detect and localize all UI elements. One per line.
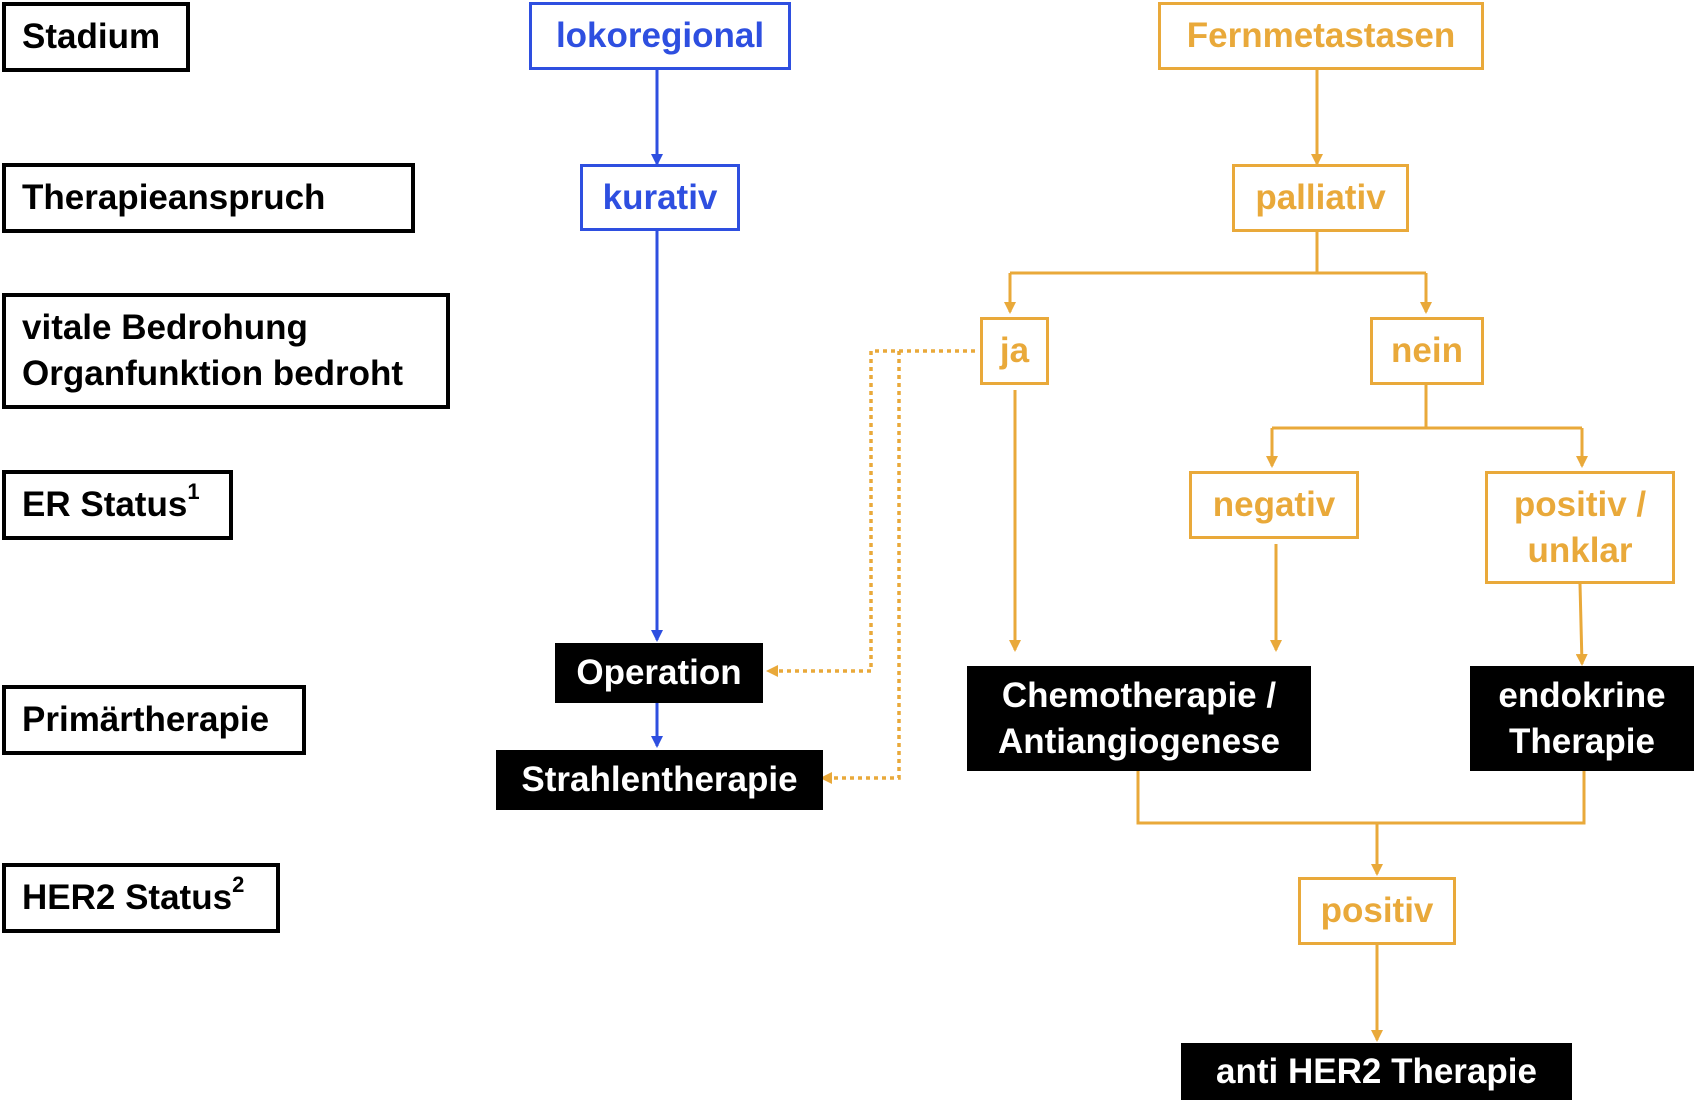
- row-label-her2-status-wrapper: HER2 Status2: [22, 872, 245, 921]
- row-label-primaertherapie-text: Primärtherapie: [22, 700, 270, 739]
- node-lokoregional-text: lokoregional: [555, 16, 765, 55]
- node-chemotherapie: Chemotherapie / Antiangiogenese: [967, 666, 1311, 771]
- node-lokoregional: lokoregional: [529, 2, 791, 70]
- node-kurativ-text: kurativ: [602, 177, 718, 217]
- row-label-er-status-wrapper: ER Status1: [22, 479, 200, 528]
- node-er-negativ: negativ: [1189, 471, 1359, 539]
- row-label-her2-status: HER2 Status2: [2, 863, 280, 933]
- arrow-positiv-to-endocrine: [1575, 583, 1588, 666]
- connector-therapies-merge: [1136, 771, 1586, 825]
- node-palliativ-text: palliativ: [1255, 178, 1386, 217]
- row-label-er-status-text: ER Status: [22, 485, 188, 524]
- row-label-bedrohung-line-2: Organfunktion bedroht: [22, 354, 404, 393]
- row-label-therapieanspruch-text: Therapieanspruch: [22, 178, 326, 217]
- dotted-ja-to-strahlentherapie: [820, 351, 901, 784]
- node-endokrine-line-1: endokrine: [1498, 675, 1666, 715]
- node-fernmetastasen-text: Fernmetastasen: [1186, 16, 1456, 55]
- row-label-bedrohung: vitale Bedrohung Organfunktion bedroht: [2, 293, 450, 409]
- node-fernmetastasen: Fernmetastasen: [1158, 2, 1484, 70]
- node-nein: nein: [1370, 317, 1484, 385]
- footnote-2: 2: [232, 872, 245, 898]
- node-chemotherapie-line-2: Antiangiogenese: [998, 721, 1280, 761]
- node-operation-text: Operation: [576, 653, 742, 692]
- row-label-primaertherapie: Primärtherapie: [2, 685, 306, 755]
- node-strahlentherapie-text: Strahlentherapie: [521, 760, 798, 799]
- row-label-bedrohung-line-1: vitale Bedrohung: [22, 308, 308, 347]
- node-operation: Operation: [555, 643, 763, 703]
- node-endokrine-line-2: Therapie: [1509, 721, 1655, 761]
- node-strahlentherapie: Strahlentherapie: [496, 750, 823, 810]
- node-her2-positiv: positiv: [1298, 877, 1456, 945]
- dotted-ja-to-operation: [766, 349, 975, 677]
- node-chemotherapie-line-1: Chemotherapie /: [1001, 675, 1277, 715]
- connector-palliativ-split: [1010, 230, 1319, 275]
- node-ja: ja: [980, 317, 1049, 385]
- node-er-positiv-line-2: unklar: [1527, 530, 1633, 570]
- node-anti-her2-therapie-text: anti HER2 Therapie: [1216, 1051, 1537, 1091]
- node-er-negativ-text: negativ: [1212, 485, 1336, 524]
- row-label-stadium: Stadium: [2, 2, 190, 72]
- node-palliativ: palliativ: [1232, 164, 1409, 232]
- node-er-positiv-unklar: positiv / unklar: [1485, 471, 1675, 584]
- node-her2-positiv-text: positiv: [1320, 891, 1434, 930]
- node-kurativ: kurativ: [580, 164, 740, 231]
- row-label-stadium-text: Stadium: [22, 17, 161, 56]
- node-nein-text: nein: [1391, 331, 1463, 370]
- row-label-her2-status-text: HER2 Status: [22, 878, 233, 917]
- connector-nein-split: [1272, 385, 1428, 430]
- node-ja-text: ja: [999, 331, 1030, 370]
- node-anti-her2-therapie: anti HER2 Therapie: [1181, 1043, 1572, 1100]
- row-label-therapieanspruch: Therapieanspruch: [2, 163, 415, 233]
- footnote-1: 1: [187, 479, 200, 505]
- row-label-er-status: ER Status1: [2, 470, 233, 540]
- node-er-positiv-line-1: positiv /: [1513, 484, 1647, 524]
- node-endokrine-therapie: endokrine Therapie: [1470, 666, 1694, 771]
